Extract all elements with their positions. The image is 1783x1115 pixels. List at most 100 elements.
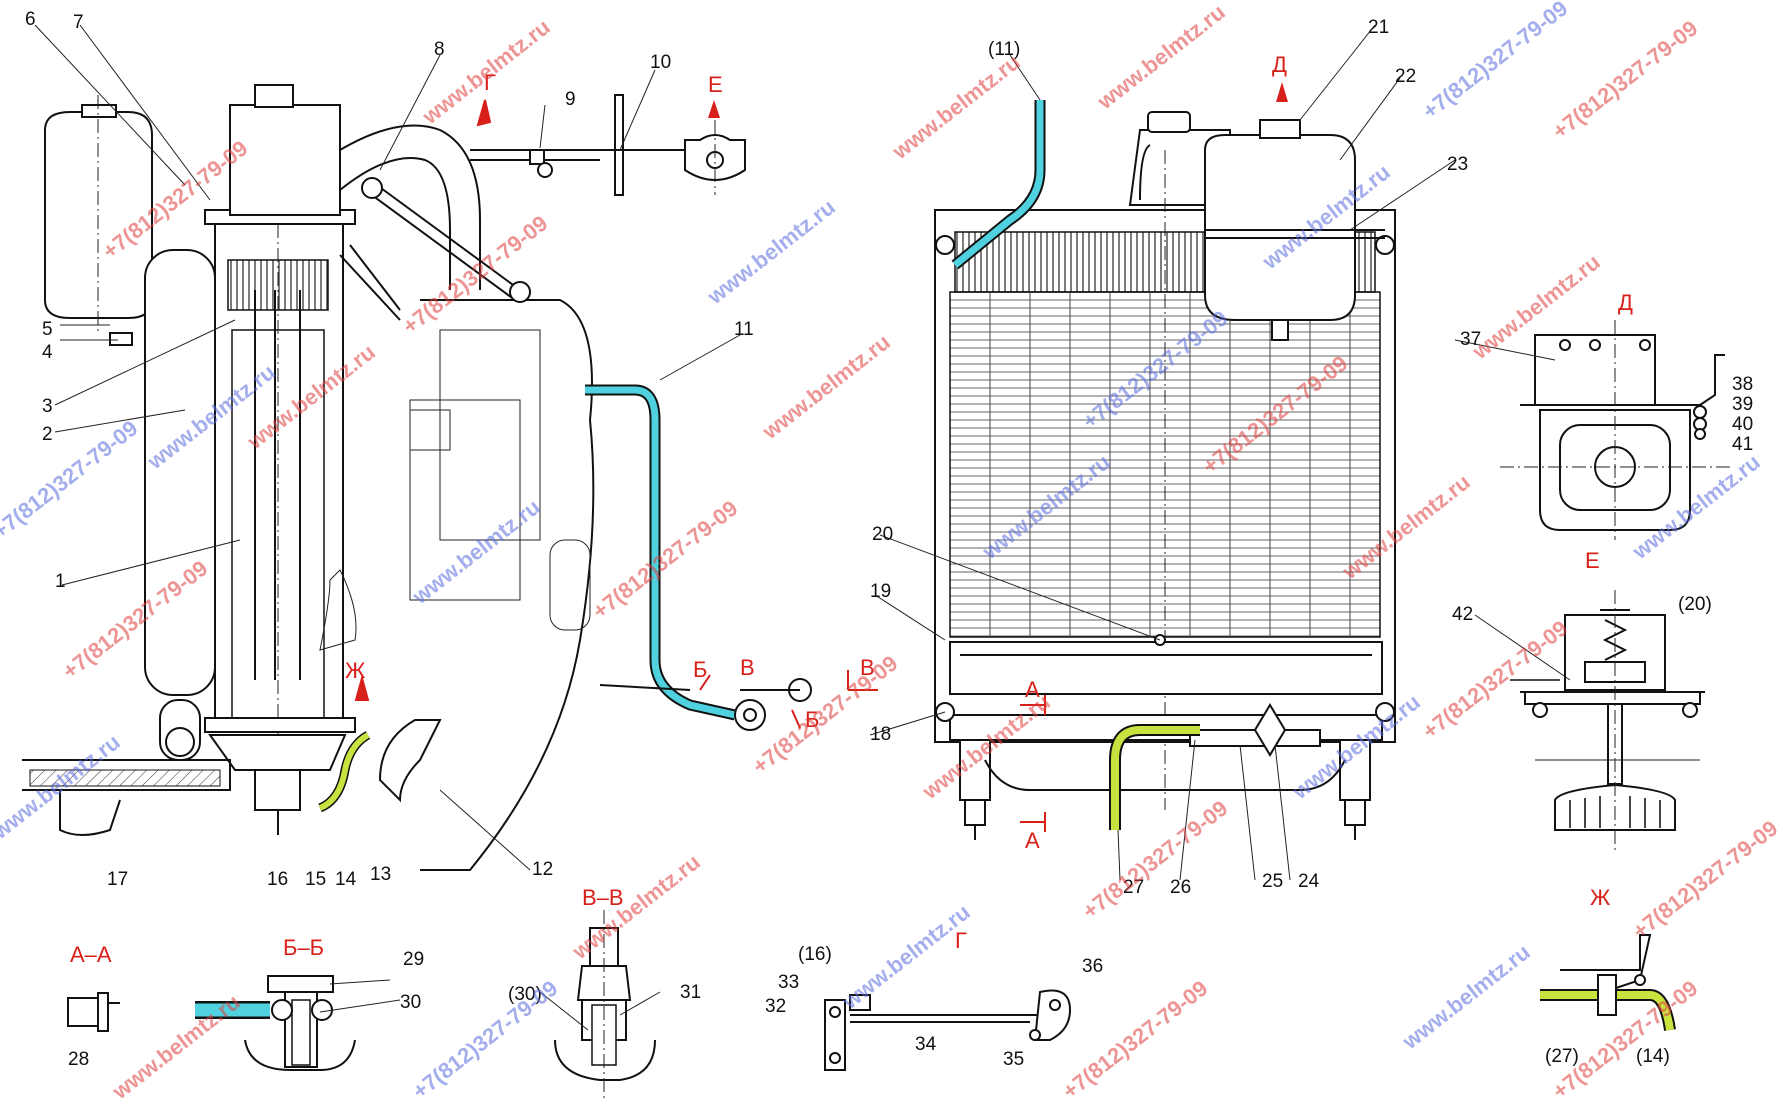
view-label-d: Д: [1618, 290, 1633, 315]
section-title-bb: Б–Б: [283, 935, 324, 960]
hose-green-front: [1111, 726, 1200, 830]
label-40: 40: [1732, 414, 1753, 435]
label-28: 28: [68, 1049, 89, 1070]
section-mark-a1: А: [1025, 677, 1040, 702]
drain-hose-cyan: [585, 386, 736, 719]
label-29: 29: [403, 949, 424, 970]
upper-tank: [229, 104, 341, 216]
label-ref-30: (30): [508, 984, 542, 1005]
section-title-vv: В–В: [582, 885, 624, 910]
label-ref-27: (27): [1545, 1046, 1579, 1067]
detail-zh: [1540, 934, 1676, 1031]
svg-text:+7(812)327-79-09: +7(812)327-79-09: [1058, 975, 1213, 1104]
label-37: 37: [1460, 329, 1481, 350]
side-view: [22, 84, 878, 871]
view-label-e: Е: [1585, 548, 1600, 573]
part-number-labels: 6 7 8 9 10 11 5 4 3 2 1 12 13 14 15 16 1…: [25, 9, 1753, 1070]
detail-e: [1510, 590, 1705, 850]
section-mark-a2: А: [1025, 828, 1040, 853]
view-g-bracket: [824, 989, 1072, 1071]
section-bb: [195, 975, 356, 1071]
label-39: 39: [1732, 394, 1753, 415]
label-11: 11: [734, 319, 754, 340]
label-19: 19: [870, 581, 891, 602]
label-9: 9: [565, 89, 576, 110]
svg-text:+7(812)327-79-09: +7(812)327-79-09: [1548, 15, 1703, 144]
svg-text:+7(812)327-79-09: +7(812)327-79-09: [0, 415, 142, 544]
expansion-tank-front: [1204, 134, 1356, 321]
label-35: 35: [1003, 1049, 1024, 1070]
section-mark-v1: В: [740, 655, 755, 680]
svg-text:+7(812)327-79-09: +7(812)327-79-09: [1418, 0, 1573, 124]
label-ref-16: (16): [798, 944, 832, 965]
label-ref-11: (11): [988, 39, 1020, 60]
svg-text:www.belmtz.ru: www.belmtz.ru: [837, 899, 975, 1014]
svg-text:www.belmtz.ru: www.belmtz.ru: [1092, 0, 1230, 115]
label-16: 16: [267, 869, 288, 890]
svg-text:www.belmtz.ru: www.belmtz.ru: [702, 194, 840, 309]
label-38: 38: [1732, 374, 1753, 395]
hose-cyan-front: [952, 100, 1044, 268]
detail-d: [1500, 320, 1730, 540]
label-32: 32: [765, 996, 786, 1017]
lower-hose-green: [318, 732, 370, 811]
label-26: 26: [1170, 877, 1191, 898]
label-27: 27: [1123, 877, 1144, 898]
filler-neck: [254, 84, 294, 108]
label-15: 15: [305, 869, 326, 890]
section-mark-v2: В: [860, 655, 875, 680]
label-ref-14: (14): [1636, 1046, 1670, 1067]
label-5: 5: [42, 319, 53, 340]
fan-switch-detail: [470, 94, 746, 196]
svg-text:+7(812)327-79-09: +7(812)327-79-09: [748, 650, 903, 779]
svg-text:+7(812)327-79-09: +7(812)327-79-09: [408, 975, 563, 1104]
view-label-e-top: Е: [708, 72, 723, 97]
label-1: 1: [55, 571, 66, 592]
label-25: 25: [1262, 871, 1283, 892]
lower-tank-front: [949, 641, 1383, 695]
label-3: 3: [42, 396, 53, 417]
view-labels: Г Е Д Д Е Ж Ж Г Б Б В В А А А–А Б–Б В–В: [70, 52, 1633, 967]
svg-text:www.belmtz.ru: www.belmtz.ru: [757, 329, 895, 444]
label-8: 8: [434, 39, 445, 60]
svg-text:www.belmtz.ru: www.belmtz.ru: [107, 989, 245, 1104]
label-18: 18: [870, 724, 891, 745]
label-23: 23: [1447, 154, 1468, 175]
view-label-zh: Ж: [1590, 885, 1611, 910]
label-42: 42: [1452, 604, 1473, 625]
side-tank: [144, 249, 216, 696]
label-17: 17: [107, 869, 128, 890]
label-ref-20: (20): [1678, 594, 1712, 615]
svg-text:www.belmtz.ru: www.belmtz.ru: [887, 49, 1025, 164]
svg-text:+7(812)327-79-09: +7(812)327-79-09: [1628, 815, 1783, 944]
section-mark-b1: Б: [693, 657, 707, 682]
svg-text:www.belmtz.ru: www.belmtz.ru: [407, 494, 545, 609]
view-label-zh-top: Ж: [345, 658, 366, 683]
svg-text:+7(812)327-79-09: +7(812)327-79-09: [588, 495, 743, 624]
leader-lines: [34, 24, 1571, 1031]
label-6: 6: [25, 9, 36, 30]
section-title-aa: А–А: [70, 942, 112, 967]
label-7: 7: [73, 12, 84, 33]
label-14: 14: [335, 869, 357, 890]
view-label-d-top: Д: [1272, 52, 1287, 77]
label-41: 41: [1732, 434, 1753, 455]
view-label-g: Г: [955, 928, 967, 953]
label-34: 34: [915, 1034, 937, 1055]
label-33: 33: [778, 972, 799, 993]
label-22: 22: [1395, 66, 1416, 87]
svg-text:+7(812)327-79-09: +7(812)327-79-09: [1078, 795, 1233, 924]
view-label-g-top: Г: [484, 70, 496, 95]
label-10: 10: [650, 52, 671, 73]
section-mark-b2: Б: [805, 707, 819, 732]
svg-text:www.belmtz.ru: www.belmtz.ru: [1397, 939, 1535, 1054]
label-30: 30: [400, 992, 421, 1013]
svg-text:+7(812)327-79-09: +7(812)327-79-09: [398, 210, 553, 339]
section-aa: [67, 992, 120, 1032]
label-31: 31: [680, 982, 701, 1003]
section-vv: [554, 910, 656, 1100]
front-view: [934, 82, 1396, 840]
label-12: 12: [532, 859, 553, 880]
label-24: 24: [1298, 871, 1320, 892]
